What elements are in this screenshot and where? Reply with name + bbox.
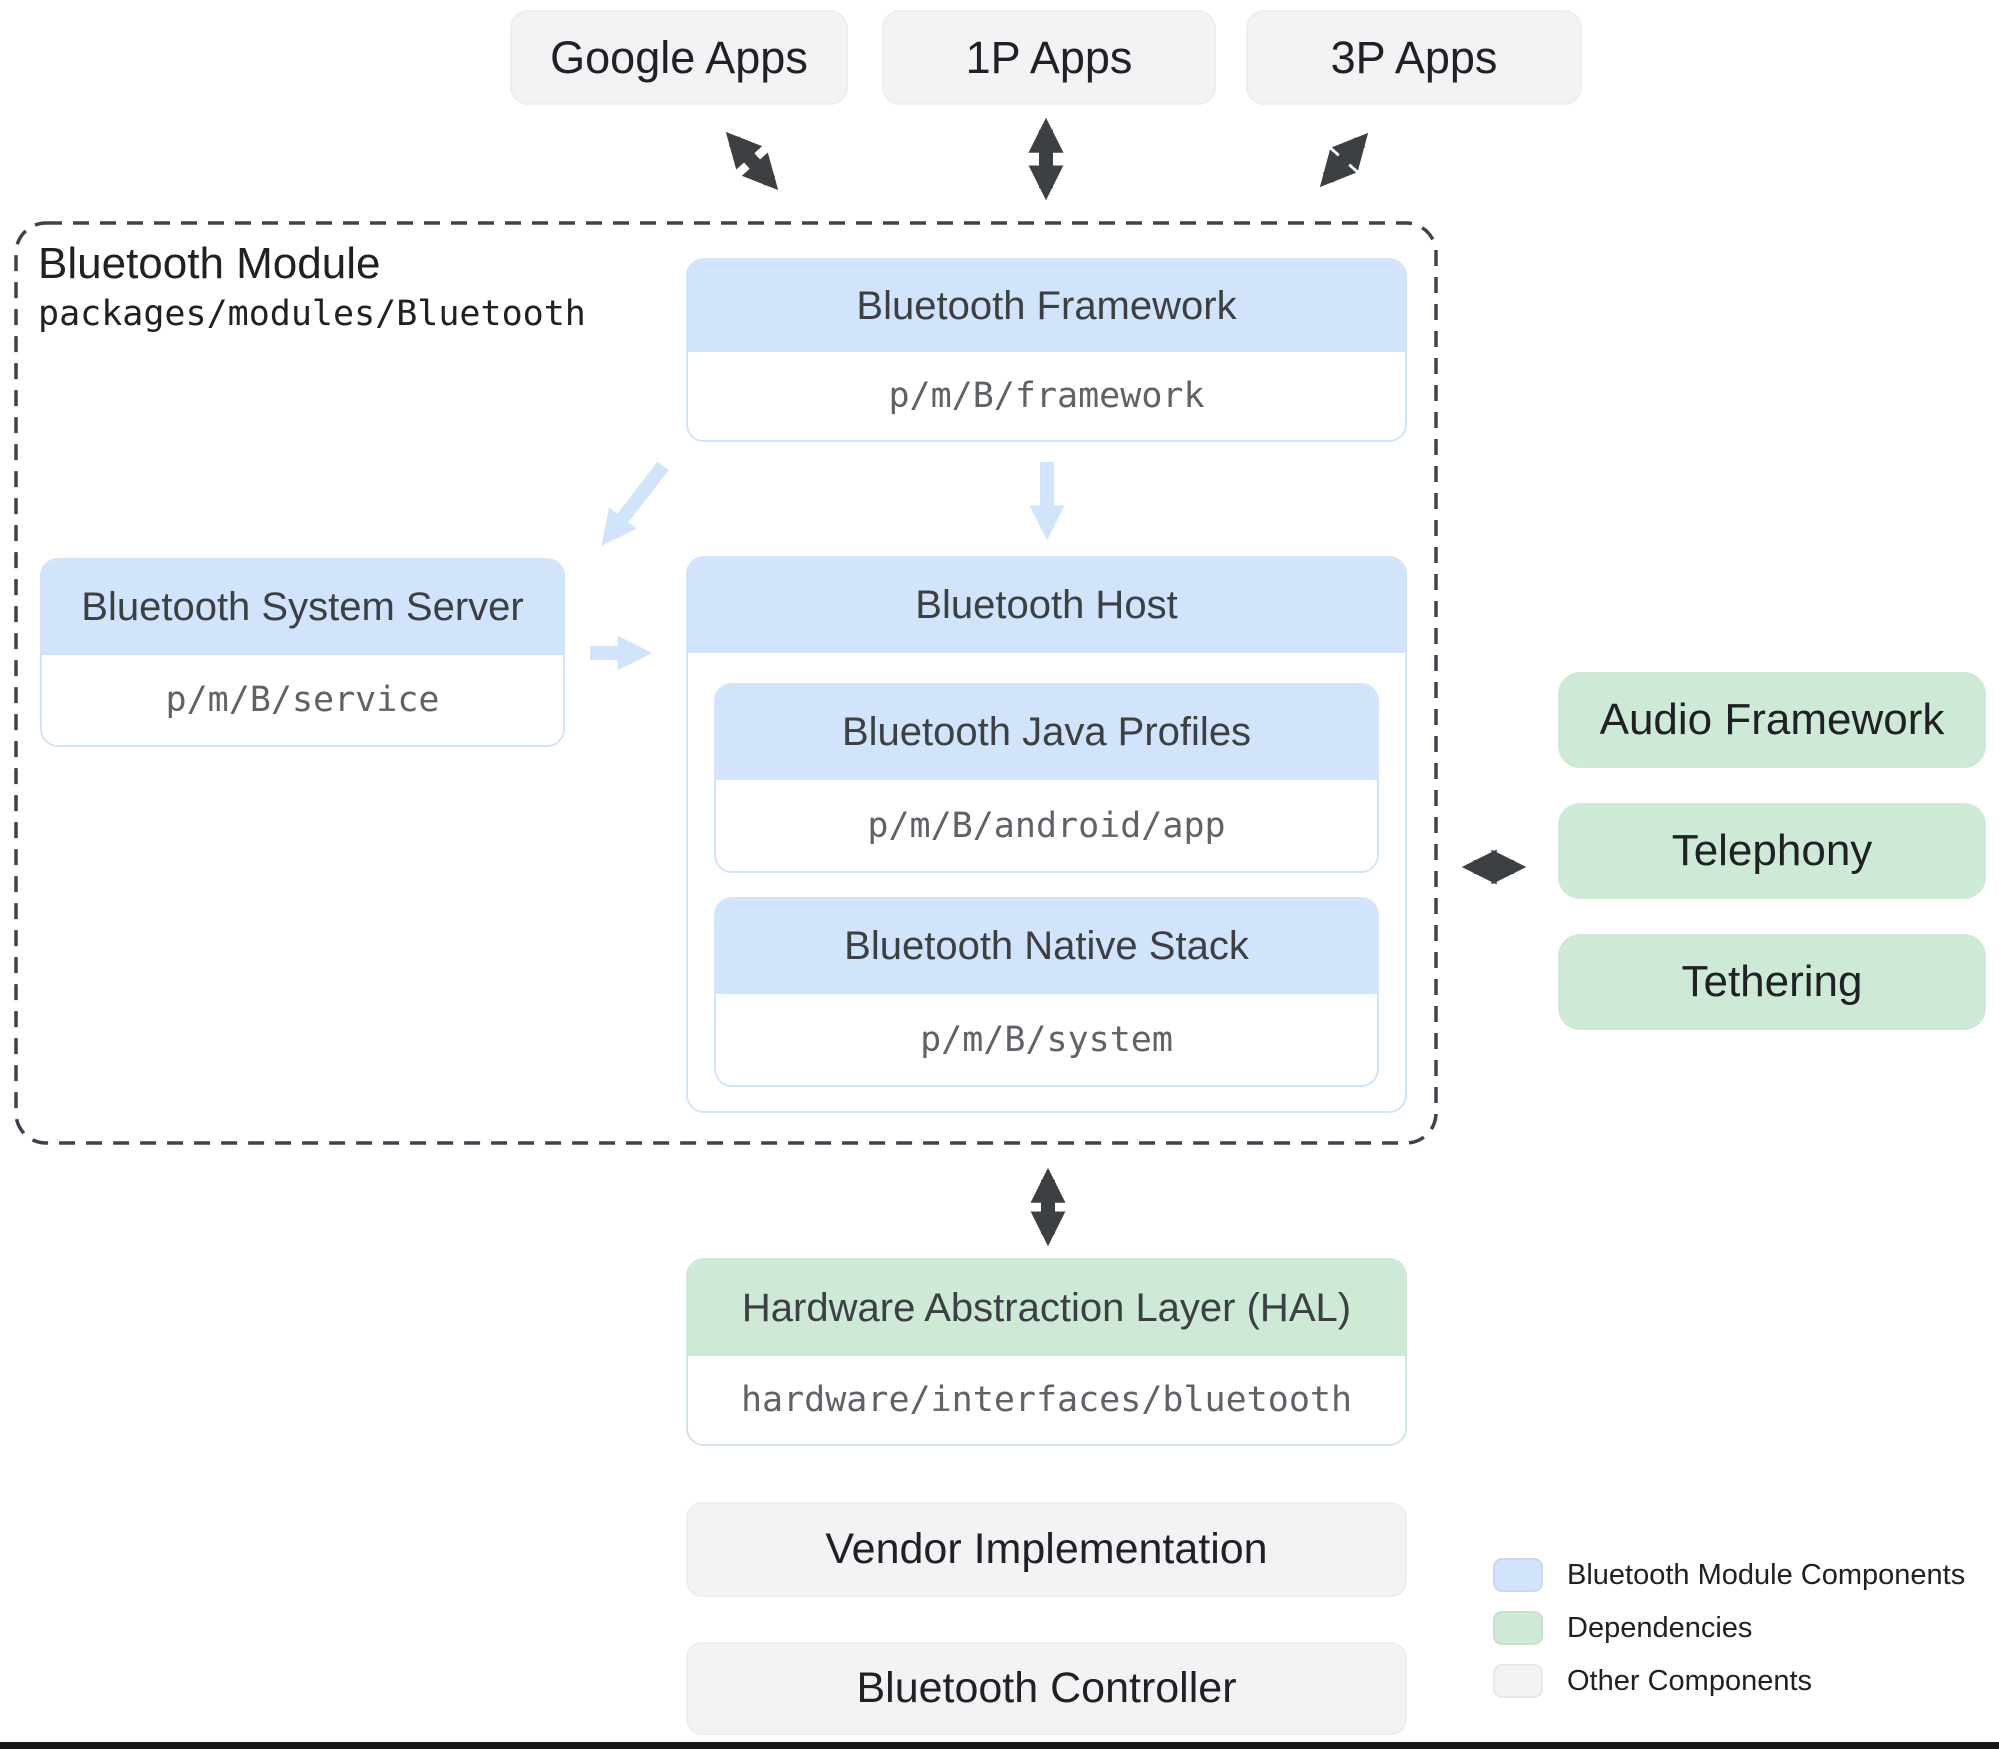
arrow-1p-apps-module-icon (1028, 117, 1064, 201)
bluetooth-system-server-title: Bluetooth System Server (81, 585, 524, 629)
first-party-apps-box: 1P Apps (882, 10, 1216, 105)
legend-swatch-other-components (1493, 1664, 1543, 1698)
bluetooth-controller-label: Bluetooth Controller (856, 1664, 1237, 1712)
legend-label-module-components: Bluetooth Module Components (1567, 1558, 1966, 1591)
screenshot-bottom-edge (0, 1742, 1999, 1749)
arrow-framework-system-server-icon (601, 461, 669, 546)
legend-swatch-dependencies (1493, 1611, 1543, 1645)
bluetooth-framework-header: Bluetooth Framework (688, 260, 1405, 352)
audio-framework-box: Audio Framework (1558, 672, 1986, 768)
arrow-system-server-host-icon (590, 635, 653, 671)
audio-framework-label: Audio Framework (1599, 695, 1945, 744)
bluetooth-controller-box: Bluetooth Controller (686, 1642, 1407, 1735)
legend-swatch-module-components (1493, 1558, 1543, 1592)
bluetooth-module-path: packages/modules/Bluetooth (38, 294, 586, 334)
legend-label-other-components: Other Components (1567, 1664, 1813, 1697)
bluetooth-native-stack-header: Bluetooth Native Stack (716, 899, 1377, 994)
tethering-label: Tethering (1681, 957, 1863, 1006)
telephony-box: Telephony (1558, 803, 1986, 899)
bluetooth-system-server-box: Bluetooth System Server p/m/B/service (40, 558, 565, 747)
bluetooth-host-title: Bluetooth Host (915, 583, 1178, 627)
hal-box: Hardware Abstraction Layer (HAL) hardwar… (686, 1258, 1407, 1446)
vendor-implementation-box: Vendor Implementation (686, 1502, 1407, 1597)
google-apps-box: Google Apps (510, 10, 848, 105)
telephony-label: Telephony (1671, 826, 1873, 875)
bluetooth-host-body: Bluetooth Java Profiles p/m/B/android/ap… (688, 653, 1405, 1111)
bluetooth-native-stack-path: p/m/B/system (716, 994, 1377, 1085)
vendor-implementation-label: Vendor Implementation (825, 1525, 1268, 1573)
bluetooth-java-profiles-header: Bluetooth Java Profiles (716, 685, 1377, 780)
bluetooth-java-profiles-path: p/m/B/android/app (716, 780, 1377, 871)
tethering-box: Tethering (1558, 934, 1986, 1030)
arrow-framework-host-icon (1029, 462, 1065, 541)
arrow-module-dependencies-icon (1461, 849, 1527, 885)
bluetooth-java-profiles-title: Bluetooth Java Profiles (841, 710, 1252, 754)
bluetooth-module-title: Bluetooth Module (38, 239, 381, 288)
bluetooth-framework-title: Bluetooth Framework (856, 283, 1237, 328)
legend-label-dependencies: Dependencies (1567, 1611, 1753, 1644)
bluetooth-framework-box: Bluetooth Framework p/m/B/framework (686, 258, 1407, 442)
bluetooth-system-server-path: p/m/B/service (42, 655, 563, 745)
google-apps-label: Google Apps (550, 31, 808, 83)
bluetooth-framework-path: p/m/B/framework (688, 352, 1405, 440)
arrow-3p-apps-module-icon (1319, 132, 1369, 188)
bluetooth-host-header: Bluetooth Host (688, 558, 1405, 653)
bluetooth-native-stack-box: Bluetooth Native Stack p/m/B/system (714, 897, 1379, 1087)
bluetooth-host-box: Bluetooth Host Bluetooth Java Profiles p… (686, 556, 1407, 1113)
bluetooth-native-stack-title: Bluetooth Native Stack (844, 924, 1249, 968)
first-party-apps-label: 1P Apps (965, 31, 1133, 83)
third-party-apps-box: 3P Apps (1246, 10, 1582, 105)
bluetooth-system-server-header: Bluetooth System Server (42, 560, 563, 655)
hal-title: Hardware Abstraction Layer (HAL) (741, 1285, 1352, 1330)
hal-header: Hardware Abstraction Layer (HAL) (688, 1260, 1405, 1356)
hal-path: hardware/interfaces/bluetooth (688, 1356, 1405, 1444)
arrow-google-apps-module-icon (725, 131, 779, 191)
third-party-apps-label: 3P Apps (1330, 31, 1498, 83)
arrow-module-hal-icon (1030, 1167, 1066, 1247)
bluetooth-java-profiles-box: Bluetooth Java Profiles p/m/B/android/ap… (714, 683, 1379, 873)
